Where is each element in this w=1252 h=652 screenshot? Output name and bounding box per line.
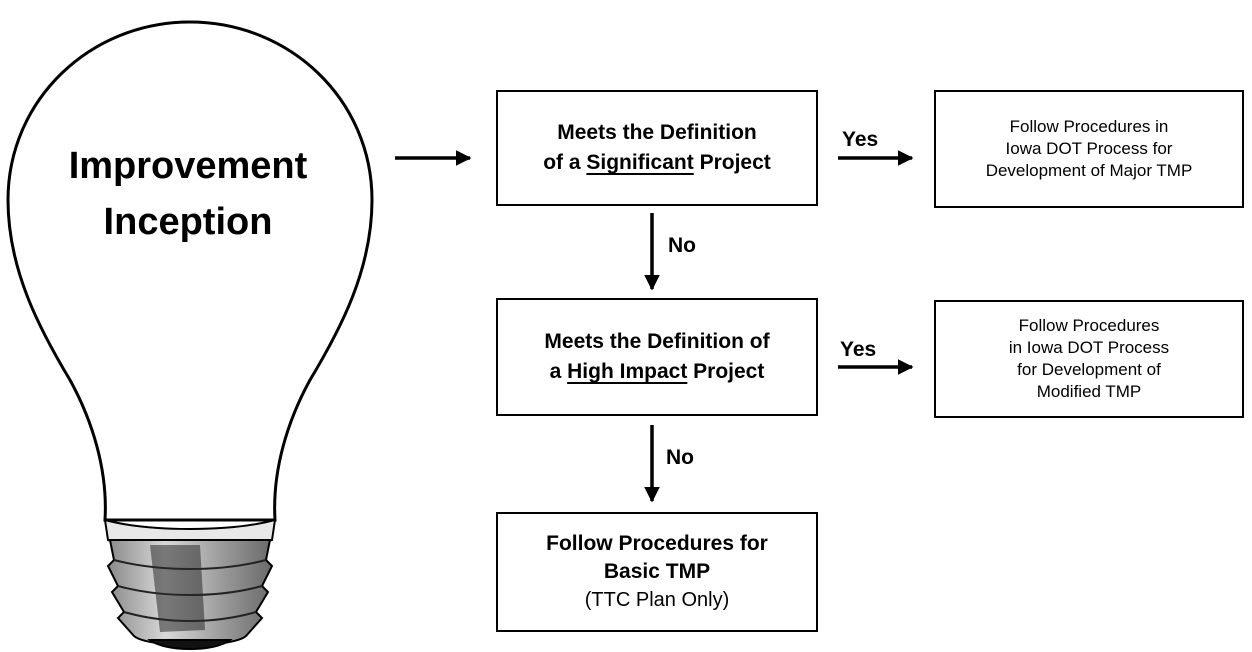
outcome-modified-tmp: Follow Procedures in Iowa DOT Process fo… xyxy=(934,300,1244,418)
bulb-tip xyxy=(147,639,233,650)
improvement-inception-title: Improvement Inception xyxy=(28,138,348,250)
outcome-major-tmp: Follow Procedures in Iowa DOT Process fo… xyxy=(934,90,1244,208)
major-line2: Iowa DOT Process for xyxy=(1005,139,1173,158)
decision1-line2: of a Significant Project xyxy=(543,151,771,174)
decision2-line2: a High Impact Project xyxy=(549,360,765,383)
high-impact-emphasis: High Impact xyxy=(567,360,688,383)
no-label-2: No xyxy=(666,446,694,469)
major-line3: Development of Major TMP xyxy=(985,161,1193,180)
bulb-shadow xyxy=(150,545,205,632)
light-bulb-icon xyxy=(6,20,374,650)
decision2-line1: Meets the Definition of xyxy=(544,330,770,353)
outcome-basic-tmp: Follow Procedures for Basic TMP (TTC Pla… xyxy=(496,512,818,632)
major-line1: Follow Procedures in xyxy=(1009,117,1169,136)
decision-high-impact-project: Meets the Definition of a High Impact Pr… xyxy=(496,298,818,416)
basic-line3: (TTC Plan Only) xyxy=(584,589,730,611)
modified-line4: Modified TMP xyxy=(1036,382,1142,401)
modified-line1: Follow Procedures xyxy=(1018,316,1160,335)
decision1-line1: Meets the Definition xyxy=(557,121,757,144)
bulb-glass xyxy=(6,20,374,522)
title-line-2: Inception xyxy=(103,201,273,243)
title-line-1: Improvement xyxy=(68,145,308,187)
modified-line2: in Iowa DOT Process xyxy=(1008,338,1170,357)
basic-line2: Basic TMP xyxy=(603,560,711,583)
yes-label-1: Yes xyxy=(842,128,879,151)
yes-label-2: Yes xyxy=(840,338,877,361)
no-label-1: No xyxy=(668,234,696,257)
basic-line1: Follow Procedures for xyxy=(546,532,768,555)
significant-emphasis: Significant xyxy=(586,151,694,174)
decision-significant-project: Meets the Definition of a Significant Pr… xyxy=(496,90,818,206)
modified-line3: for Development of xyxy=(1017,360,1161,379)
